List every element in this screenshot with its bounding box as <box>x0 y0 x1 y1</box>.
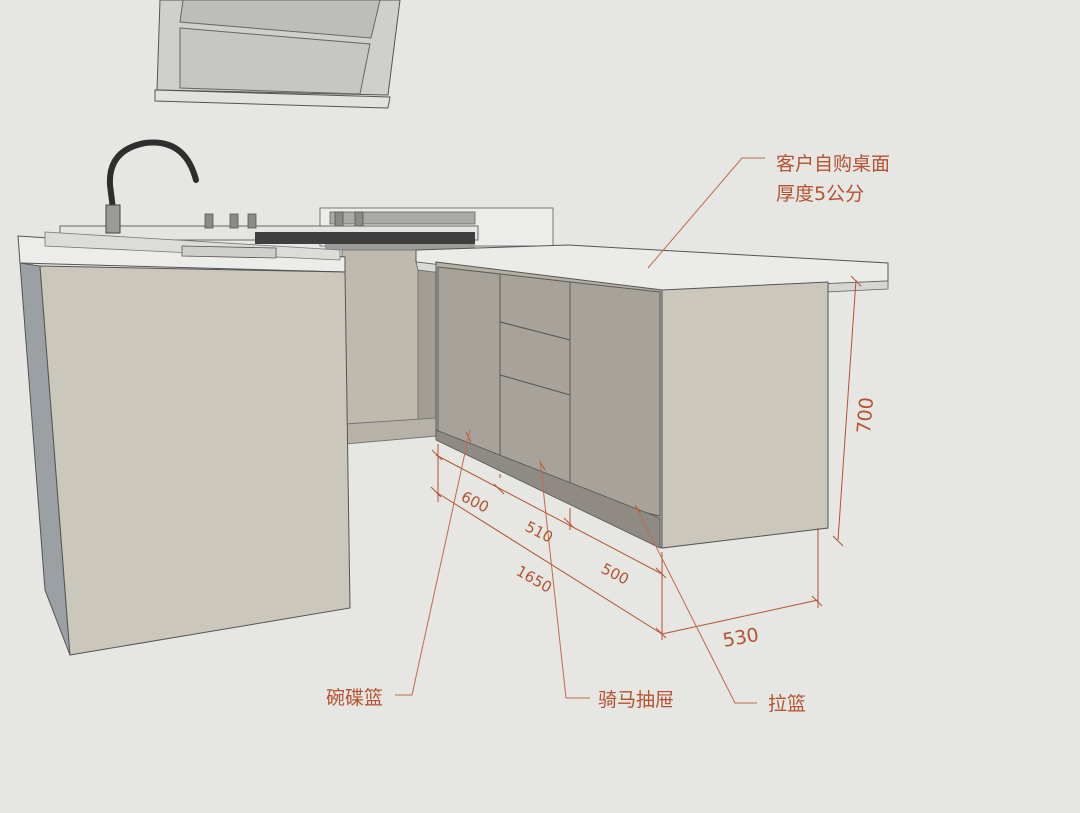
dim-500-label: 500 <box>598 560 632 589</box>
dim-510-label: 510 <box>522 518 556 547</box>
faucet <box>105 139 199 234</box>
pull-basket-label: 拉篮 <box>768 693 806 715</box>
sink-cabinet <box>17 231 351 656</box>
dish-basket-label: 碗碟篮 <box>326 687 383 709</box>
countertop-callout-line2: 厚度5公分 <box>776 183 864 205</box>
island-cabinet <box>415 244 889 549</box>
range-hood <box>154 0 401 109</box>
back-base-cabinets <box>341 249 437 445</box>
leader-lines <box>395 157 765 704</box>
dim-600-label: 600 <box>458 488 492 517</box>
dim-530-label: 530 <box>721 624 761 652</box>
dim-700-label: 700 <box>853 396 878 434</box>
countertop-callout-line1: 客户自购桌面 <box>776 153 890 175</box>
saddle-drawer-label: 骑马抽屉 <box>598 689 674 711</box>
dim-1650-label: 1650 <box>513 562 555 597</box>
